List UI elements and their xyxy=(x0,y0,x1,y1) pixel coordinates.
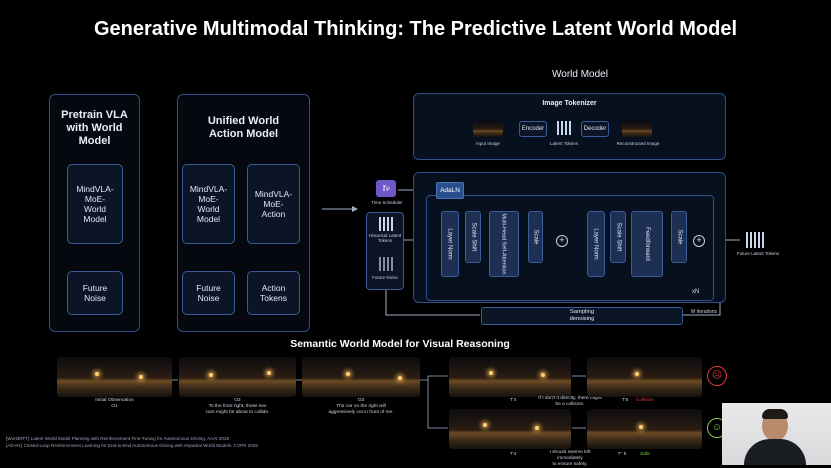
frame-o2-caption: O2 To the front right, those two cars mi… xyxy=(205,398,270,415)
branch-bottom-caption: I should swerve left immediately to ensu… xyxy=(549,450,591,467)
latent-tokens-glyph xyxy=(557,121,571,135)
unified-future-noise-block: Future Noise xyxy=(182,271,235,315)
world-model-block: MindVLA- MoE- World Model xyxy=(67,164,123,244)
pretrain-vla-panel: Pretrain VLA with World Model MindVLA- M… xyxy=(49,94,140,332)
slide-title: Generative Multimodal Thinking: The Pred… xyxy=(93,18,738,40)
world-model-label: World Model xyxy=(552,69,608,80)
reference-1: [WorldRFT] Latent World Model Planning w… xyxy=(6,436,230,441)
action-tokens-block: Action Tokens xyxy=(247,271,300,315)
encoder-block: Encoder xyxy=(519,121,547,137)
unified-world-action-panel: Unified World Action Model MindVLA- MoE-… xyxy=(177,94,310,332)
semantic-section-title: Semantic World Model for Visual Reasonin… xyxy=(290,338,510,350)
collision-status: Collision xyxy=(635,398,655,403)
latent-tokens-label: Latent Tokens xyxy=(550,141,578,146)
reconstructed-image-thumbnail xyxy=(622,121,652,137)
layer-norm-1: Layer Norm xyxy=(441,211,459,277)
residual-add-2-icon: + xyxy=(693,235,705,247)
image-tokenizer-panel: Image Tokenizer Input Image Encoder Late… xyxy=(413,93,726,160)
residual-add-1-icon: + xyxy=(556,235,568,247)
reconstructed-image-label: Reconstructed Image xyxy=(616,141,660,146)
scale-shift-1: Scale Shift xyxy=(465,211,481,263)
feedforward-block: Feedforward xyxy=(631,211,663,277)
input-tokens-column: Historical Latent Tokens Future Noise xyxy=(366,212,404,290)
reference-2: [AD-R1] Closed-Loop Reinforcement Learni… xyxy=(6,443,258,448)
time-scheduler-label: Time Scheduler xyxy=(371,200,403,205)
future-noise-block: Future Noise xyxy=(67,271,123,315)
frame-o3-caption: O3 The car on the right will aggressivel… xyxy=(328,398,394,415)
input-image-thumbnail xyxy=(473,121,503,137)
input-image-label: Input Image xyxy=(476,141,500,146)
sad-face-icon: ☹ xyxy=(707,366,727,386)
m-iterations-label: M Iterations xyxy=(690,309,718,315)
frame-o1 xyxy=(57,357,172,397)
historical-tokens-glyph xyxy=(379,217,393,231)
future-noise-label: Future Noise xyxy=(372,275,398,280)
frame-branch-bottom-2 xyxy=(587,409,702,449)
frame-branch-top-1 xyxy=(449,357,571,397)
sampling-denoising-block: Sampling denoising xyxy=(481,307,683,325)
frame-branch-bottom-1 xyxy=(449,409,571,449)
scale-2: Scale xyxy=(671,211,687,263)
presenter-body xyxy=(744,439,806,465)
frame-o1-caption: Initial Observation O1 xyxy=(95,398,134,409)
frame-branch-top-2 xyxy=(587,357,702,397)
transformer-block-inner xyxy=(426,195,714,301)
multi-head-attention: Multi-Head Self-Attention xyxy=(489,211,519,277)
future-latent-tokens-glyph xyxy=(746,232,764,248)
frame-o3 xyxy=(302,357,420,397)
frame-o2 xyxy=(179,357,296,397)
presenter-video xyxy=(722,403,831,465)
repeat-label: xN xyxy=(692,289,700,295)
future-noise-glyph xyxy=(379,257,393,271)
future-latent-tokens-label: Future Latent Tokens xyxy=(736,251,780,256)
branch-top-right-label: T'5 xyxy=(621,398,629,403)
branch-bottom-right-label: T'' 5 xyxy=(617,452,627,457)
presenter-hair xyxy=(762,409,788,419)
branch-top-caption: If I don't it directly, there might be a… xyxy=(538,396,602,407)
adaln-block: AdaLN xyxy=(436,182,464,199)
pretrain-panel-title: Pretrain VLA with World Model xyxy=(61,109,128,147)
branch-top-left-label: T'4 xyxy=(509,398,517,403)
decoder-block: Decoder xyxy=(581,121,609,137)
safe-status: Safe xyxy=(640,452,650,457)
scale-1: Scale xyxy=(528,211,543,263)
scale-shift-2: Scale Shift xyxy=(610,211,626,263)
unified-panel-title: Unified World Action Model xyxy=(207,115,280,140)
unified-action-block: MindVLA- MoE- Action xyxy=(247,164,300,244)
image-tokenizer-title: Image Tokenizer xyxy=(542,100,597,107)
historical-tokens-label: Historical Latent Tokens xyxy=(368,233,402,243)
unified-world-model-block: MindVLA- MoE- World Model xyxy=(182,164,235,244)
branch-bottom-left-label: T'4 xyxy=(509,452,517,457)
layer-norm-2: Layer Norm xyxy=(587,211,605,277)
